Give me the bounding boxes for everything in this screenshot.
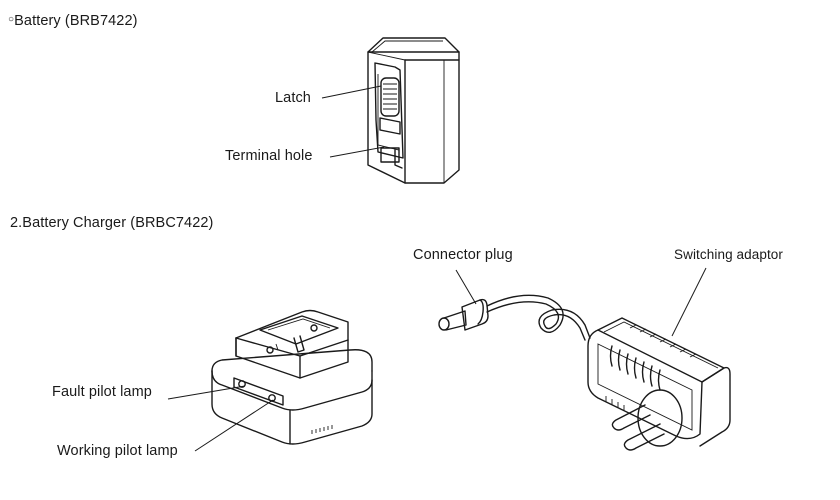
battery-heading: ○Battery (BRB7422) bbox=[8, 13, 138, 29]
battery-heading-text: Battery (BRB7422) bbox=[14, 13, 138, 29]
connector-plug-illustration bbox=[438, 294, 591, 341]
charger-heading: 2.Battery Charger (BRBC7422) bbox=[10, 215, 214, 231]
fault-pilot-lamp-label: Fault pilot lamp bbox=[52, 384, 152, 400]
switching-adaptor-label: Switching adaptor bbox=[674, 247, 784, 262]
latch-leader-line bbox=[321, 85, 382, 99]
charger-base-illustration bbox=[211, 309, 373, 445]
switching-adaptor-illustration bbox=[587, 317, 731, 451]
latch-label: Latch bbox=[275, 90, 311, 106]
circle-marker-icon: ○ bbox=[8, 14, 15, 25]
connector-plug-label: Connector plug bbox=[413, 247, 513, 263]
fault-lamp-leader-line bbox=[167, 385, 246, 400]
battery-illustration bbox=[367, 37, 460, 184]
terminal-hole-leader-line bbox=[329, 146, 385, 158]
working-pilot-lamp-label: Working pilot lamp bbox=[57, 443, 178, 459]
terminal-hole-label: Terminal hole bbox=[225, 148, 313, 164]
working-lamp-leader-line bbox=[194, 399, 274, 452]
connector-plug-leader-line bbox=[455, 269, 477, 305]
switching-adaptor-leader-line bbox=[671, 267, 707, 337]
